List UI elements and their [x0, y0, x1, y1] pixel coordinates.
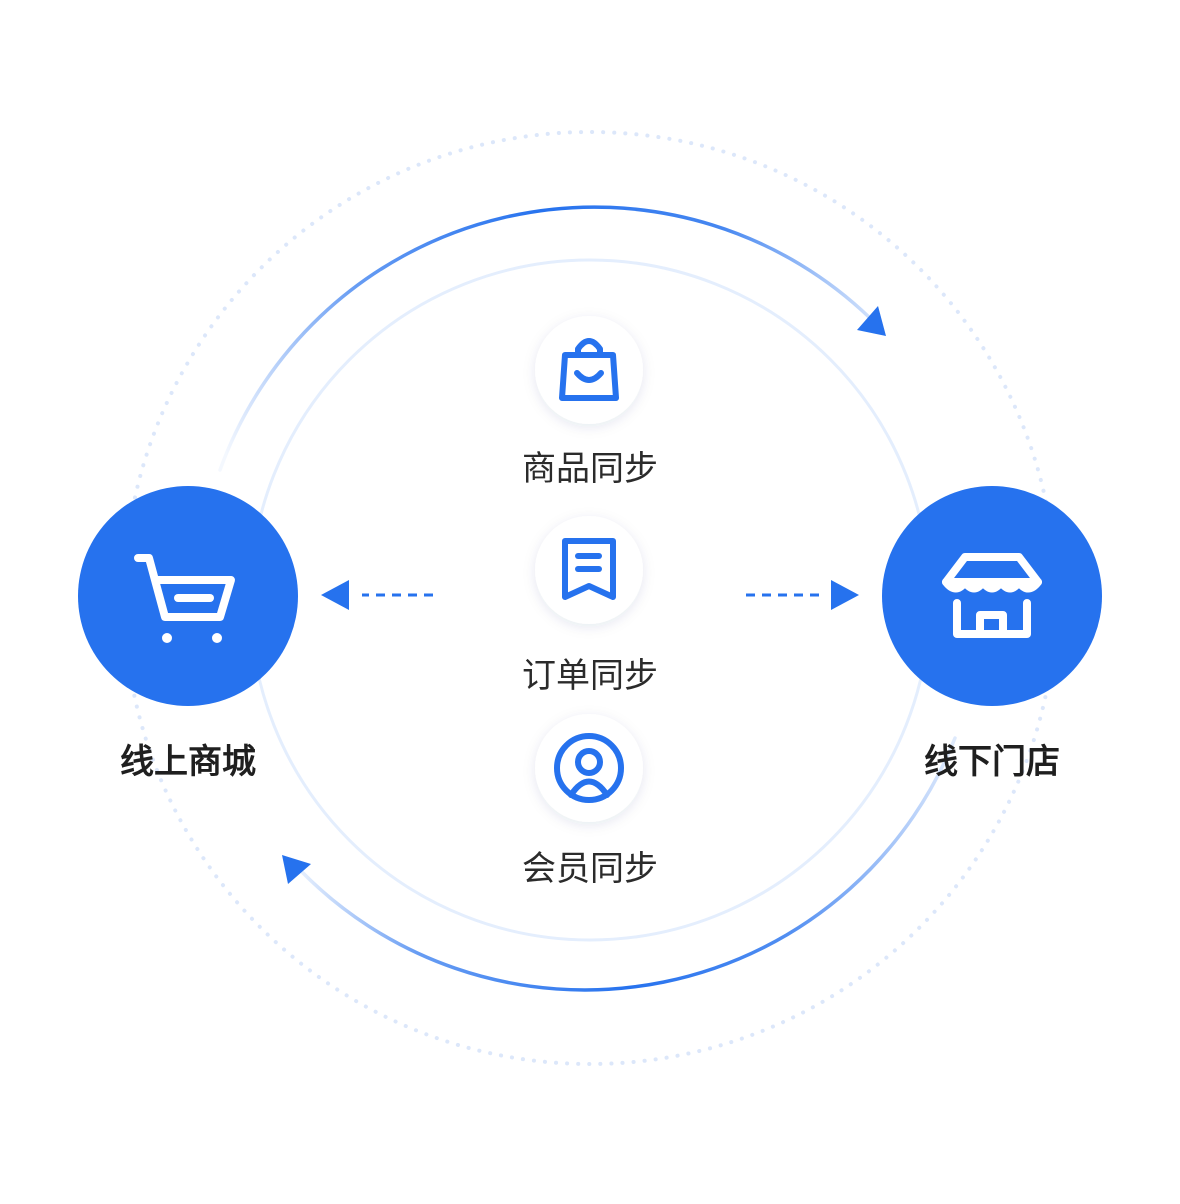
storefront-icon: [942, 553, 1042, 638]
member-user-icon: [554, 733, 624, 803]
shopping-cart-icon: [134, 554, 235, 643]
order-sync-label: 订单同步: [522, 656, 658, 696]
right-arrowhead: [831, 580, 859, 610]
member-sync-badge: [535, 714, 643, 822]
top-flow-arc: [218, 205, 872, 472]
bottom-arc-arrowhead: [282, 855, 311, 884]
left-arrowhead: [321, 580, 349, 610]
shopping-bag-icon: [559, 338, 619, 401]
online-mall-label: 线上商城: [120, 742, 256, 782]
bottom-flow-arc: [298, 736, 957, 992]
goods-sync-label: 商品同步: [522, 449, 658, 489]
online-mall-node: [78, 486, 298, 706]
offline-store-label: 线下门店: [924, 742, 1060, 782]
offline-store-node: [882, 486, 1102, 706]
order-sync-badge: [535, 516, 643, 624]
top-arc-arrowhead: [857, 306, 886, 336]
receipt-icon: [562, 538, 616, 600]
goods-sync-badge: [535, 316, 643, 424]
member-sync-label: 会员同步: [522, 849, 658, 889]
